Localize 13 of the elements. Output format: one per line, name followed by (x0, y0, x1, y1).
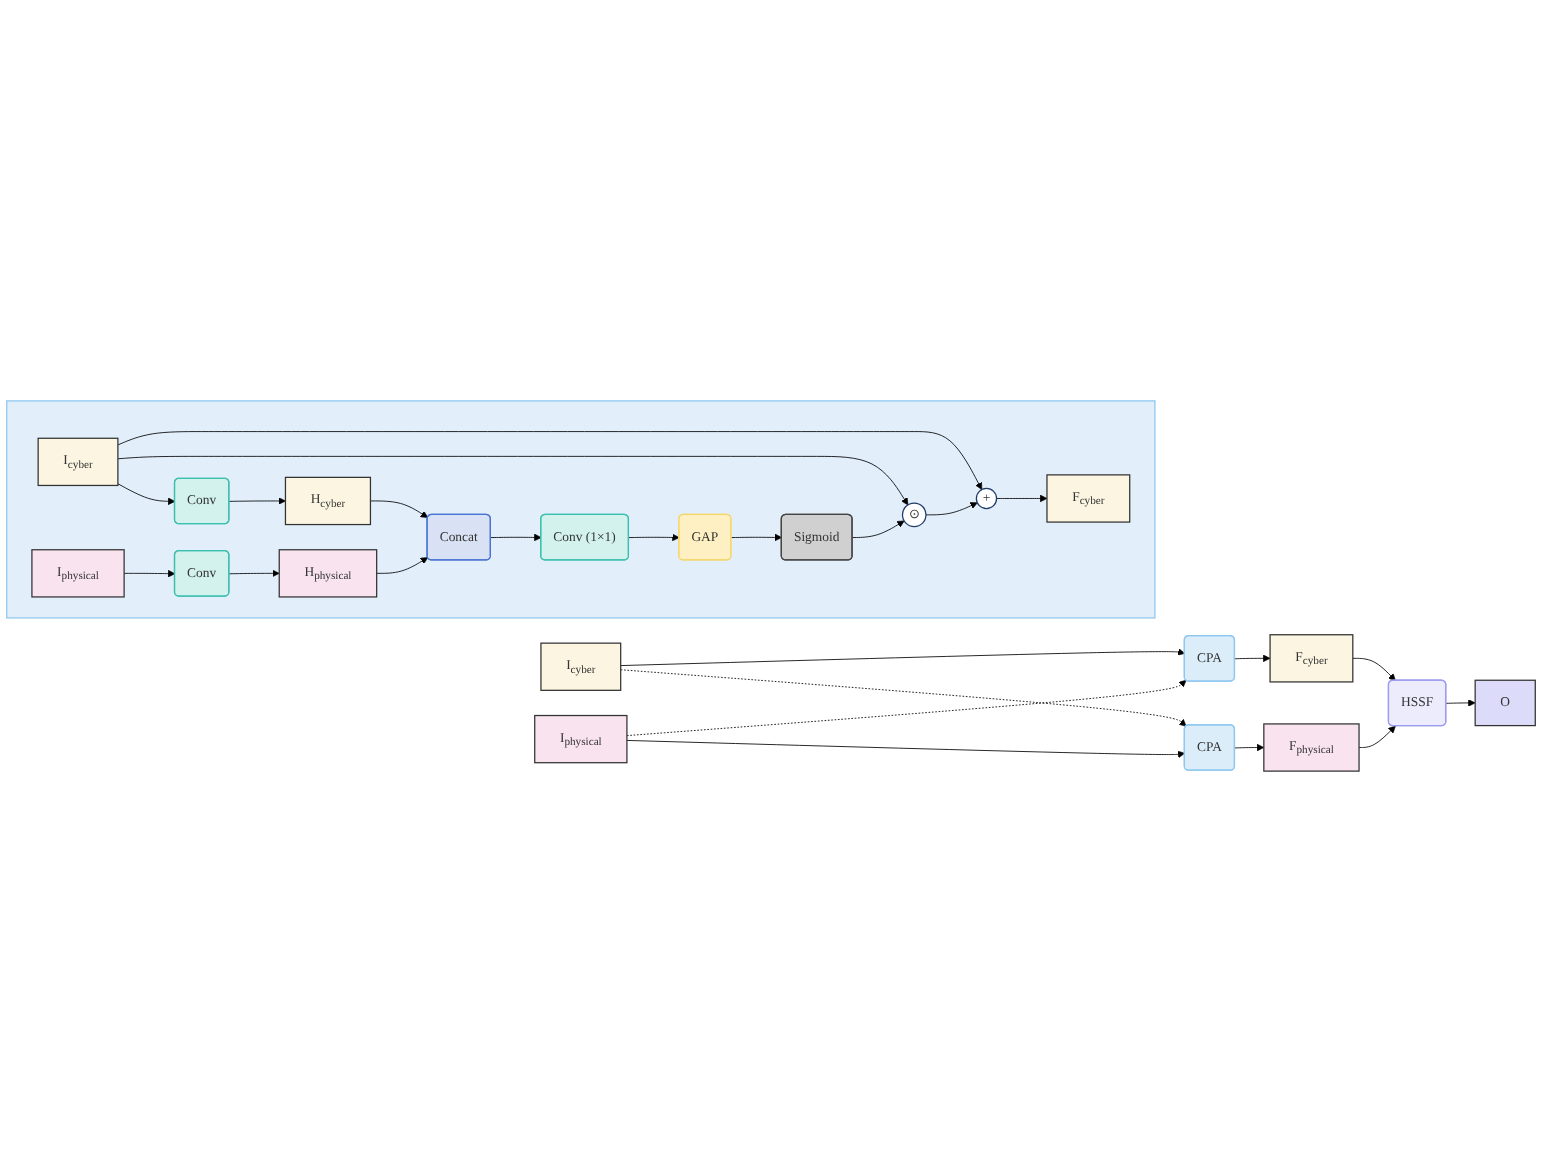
node-box (534, 714, 628, 764)
node-box (31, 549, 125, 598)
node-circle (975, 487, 998, 510)
node-box (284, 476, 372, 526)
node-box (1269, 634, 1354, 683)
node-box (37, 437, 119, 487)
cluster (6, 400, 1156, 619)
node-box (1263, 723, 1360, 772)
node-box (1046, 474, 1131, 523)
node-box (540, 642, 622, 691)
node-circle (901, 502, 927, 528)
node-box (1474, 679, 1536, 727)
node-box (278, 549, 378, 598)
